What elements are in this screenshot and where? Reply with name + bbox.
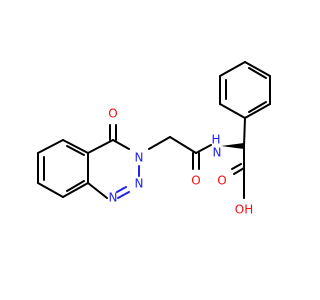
bond (112, 139, 130, 150)
bond (37, 139, 64, 154)
acid-carbonyl-oxygen-label: O (217, 174, 226, 188)
acetamide-linker (148, 136, 212, 170)
triazinone-carbonyl (109, 124, 117, 141)
molecule-canvas: O N N N N H O O OH (37, 61, 271, 217)
bond-n2-n1-double (116, 186, 127, 193)
bond (37, 182, 64, 198)
bond (219, 61, 246, 77)
bond (62, 182, 89, 198)
bond-double (231, 163, 242, 170)
carboxylic-acid (231, 163, 245, 199)
bond (219, 103, 246, 119)
amide-nitrogen-label: N (213, 146, 222, 160)
aromatic-bond (66, 180, 85, 192)
triazinone-ring (87, 139, 140, 199)
amide-oxygen-label: O (191, 174, 200, 188)
chiral-center (221, 117, 246, 169)
hydroxyl-label: OH (235, 203, 253, 217)
amide-hydrogen-label: H (211, 133, 220, 147)
triazine-n2-label: N (135, 177, 144, 191)
amide-bond (195, 144, 212, 154)
bond (62, 139, 89, 154)
bond (243, 117, 246, 147)
bond (148, 136, 171, 150)
bond (87, 182, 108, 199)
bond-n2-n1 (117, 191, 130, 199)
carbonyl-oxygen-label: O (108, 107, 117, 121)
benzene-ring-left (37, 139, 89, 198)
triazine-n3-label: N (135, 151, 144, 165)
bond (244, 103, 271, 119)
structure-diagram: O N N N N H O O OH (37, 61, 271, 217)
phenyl-ring-right (219, 61, 271, 119)
triazine-n1-label: N (109, 191, 118, 205)
aromatic-bond (248, 101, 267, 113)
bond (87, 139, 114, 154)
aromatic-bond (66, 145, 85, 156)
stereo-wedge (221, 143, 244, 149)
bond (244, 61, 271, 77)
bond (233, 167, 245, 175)
bond (169, 136, 197, 154)
aromatic-bond (248, 67, 267, 79)
